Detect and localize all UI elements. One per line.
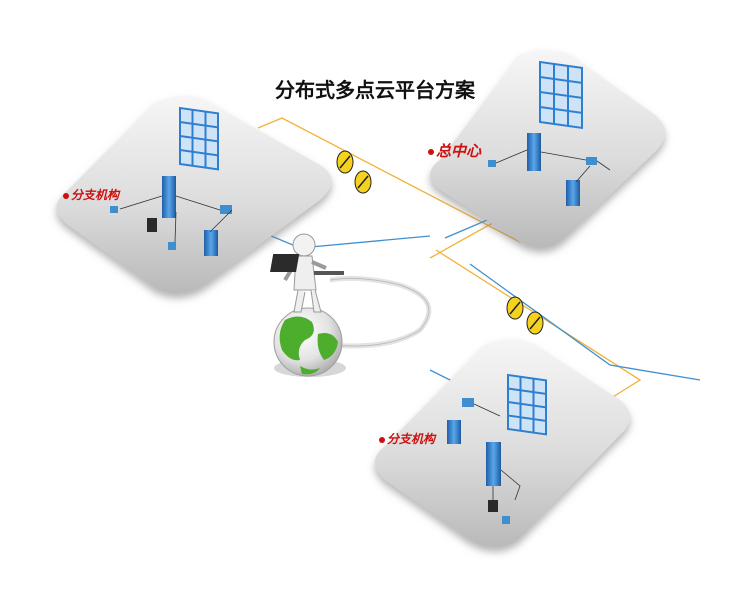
person-laptop-icon bbox=[270, 233, 344, 313]
platform-branch-bottom-right bbox=[375, 339, 630, 548]
device-icon bbox=[110, 206, 118, 213]
monitor-icon bbox=[447, 420, 461, 444]
device-icon bbox=[488, 160, 496, 167]
switch-icon bbox=[586, 157, 597, 165]
pc-icon bbox=[488, 500, 498, 512]
site-label-branch-bottom-right: 分支机构 bbox=[379, 430, 435, 447]
diagram-title: 分布式多点云平台方案 bbox=[275, 78, 475, 102]
switch-icon bbox=[220, 205, 232, 214]
server-icon bbox=[486, 442, 501, 486]
bullet-dot bbox=[428, 148, 434, 155]
device-icon bbox=[168, 242, 176, 250]
platform-base bbox=[56, 95, 332, 294]
bullet-dot bbox=[63, 192, 69, 199]
switch-icon bbox=[462, 398, 474, 407]
pc-icon bbox=[147, 218, 157, 232]
device-icon bbox=[502, 516, 510, 524]
monitor-icon bbox=[566, 180, 580, 206]
site-label-branch-top-left: 分支机构 bbox=[63, 186, 119, 203]
bullet-dot bbox=[379, 436, 385, 443]
firewall-icon bbox=[506, 296, 544, 335]
site-label-text: 总中心 bbox=[436, 142, 482, 160]
site-label-text: 分支机构 bbox=[71, 188, 120, 202]
monitor-icon bbox=[204, 230, 218, 256]
database-rack-icon bbox=[179, 106, 219, 171]
database-rack-icon bbox=[539, 60, 583, 130]
cable bbox=[329, 275, 432, 349]
database-rack-icon bbox=[507, 373, 547, 436]
firewall-icon bbox=[336, 150, 372, 194]
site-label-text: 分支机构 bbox=[387, 432, 436, 446]
server-icon bbox=[162, 176, 176, 218]
cable bbox=[329, 277, 430, 347]
platform-base bbox=[375, 339, 630, 548]
globe-icon bbox=[273, 307, 346, 377]
site-label-headquarters: 总中心 bbox=[428, 140, 481, 161]
platform-branch-top-left bbox=[56, 95, 332, 294]
server-icon bbox=[527, 133, 541, 171]
platform-base bbox=[430, 50, 665, 248]
platform-headquarters bbox=[430, 50, 665, 248]
